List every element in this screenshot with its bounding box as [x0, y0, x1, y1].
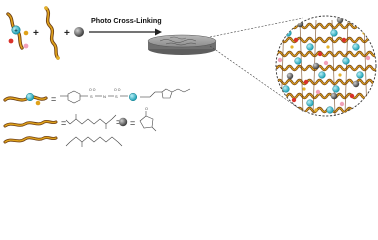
anion-icon	[293, 37, 299, 43]
anion-icon	[349, 93, 355, 99]
network-tether	[344, 19, 349, 116]
anion-icon	[303, 79, 309, 85]
svg-text:S: S	[90, 94, 93, 99]
cation-icon	[306, 43, 314, 51]
svg-text:O O: O O	[114, 88, 121, 92]
cation-icon	[342, 57, 350, 65]
crosslinker-long-legend-row	[3, 135, 123, 147]
cation-icon	[352, 43, 360, 51]
cation-icon	[318, 71, 326, 79]
solvent-icon	[286, 72, 294, 80]
cation-icon	[294, 57, 302, 65]
cation-icon	[306, 99, 314, 107]
solvent-sphere-icon	[74, 27, 84, 37]
equals-sign: =	[116, 117, 121, 127]
network-tether	[299, 19, 304, 116]
crosslink-point	[302, 87, 306, 91]
process-title: Photo Cross-Linking	[91, 16, 162, 25]
equals-sign: =	[130, 118, 135, 128]
crosslinker-chain-icon	[44, 6, 60, 60]
crosslinker-chain-small-icon	[3, 119, 58, 128]
network-chain-highlight	[276, 51, 376, 57]
cation-structure-icon	[140, 88, 191, 99]
cation-icon	[332, 85, 340, 93]
crosslinker-long-structure-icon	[65, 136, 123, 147]
solvent-structure-icon: O	[139, 107, 157, 132]
cation-icon	[356, 71, 364, 79]
crosslink-point	[314, 108, 318, 112]
anion-icon	[317, 51, 323, 57]
solvent-icon	[312, 62, 320, 70]
monomer-legend-row: = S N S O O O O	[3, 88, 191, 106]
photo-crosslinking-scheme: + + + Photo Cross-Linking	[3, 6, 377, 147]
svg-text:N: N	[103, 94, 106, 99]
anion-icon	[341, 37, 347, 43]
solvent-icon	[352, 80, 360, 88]
crosslinker-structure-icon	[65, 114, 117, 129]
equals-sign: =	[61, 118, 66, 128]
anion-structure-icon: S N S O O O O	[60, 88, 128, 104]
network-chain-highlight	[276, 79, 376, 85]
crosslink-point	[338, 73, 342, 77]
ionic-monomer-icon: +	[6, 12, 29, 50]
anion-icon	[297, 109, 303, 115]
crosslinked-film	[147, 34, 217, 55]
anion-icon	[339, 101, 345, 107]
crosslink-point	[290, 45, 294, 49]
cation-icon	[330, 29, 338, 37]
anion-icon	[277, 57, 283, 63]
cation-icon	[282, 85, 290, 93]
plus-sign: +	[64, 28, 70, 39]
crosslinker-chain-long-icon	[3, 135, 58, 144]
solvent-legend: = O	[118, 107, 157, 132]
solvent-icon	[330, 92, 338, 100]
zoom-guide-lines	[209, 17, 305, 113]
solvent-icon	[336, 16, 344, 24]
reaction-arrow	[89, 28, 162, 36]
plus-sign: +	[33, 28, 39, 39]
equals-sign: =	[51, 94, 56, 104]
crosslink-point	[326, 45, 330, 49]
anion-icon	[315, 89, 321, 95]
crosslinker-legend-row: = = = O	[3, 107, 157, 132]
svg-text:S: S	[115, 94, 118, 99]
cation-charge: +	[14, 28, 18, 34]
svg-text:O O: O O	[89, 88, 96, 92]
anion-icon	[291, 97, 297, 103]
svg-text:O: O	[145, 107, 148, 111]
anion-icon	[323, 60, 329, 66]
cation-icon	[326, 106, 334, 114]
network-chain-highlight	[276, 65, 376, 71]
monomer-chain-icon	[3, 92, 48, 106]
anion-icon	[365, 55, 371, 61]
